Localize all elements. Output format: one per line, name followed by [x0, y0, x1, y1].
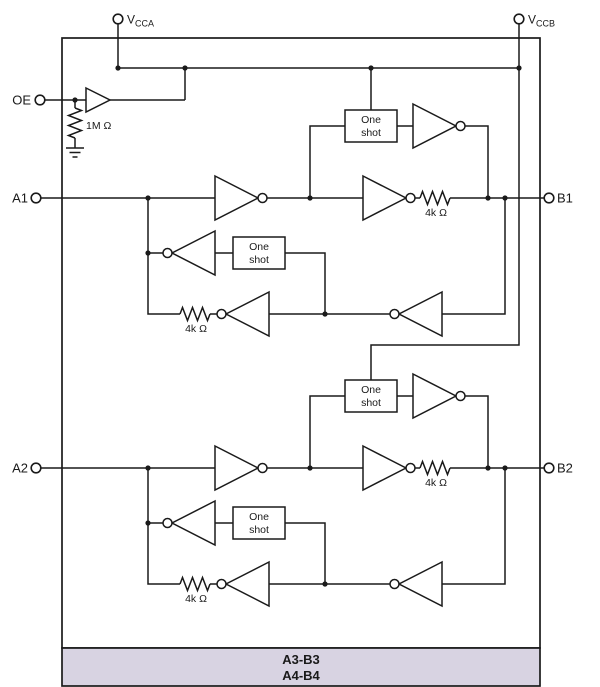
junction-dots: [72, 65, 522, 587]
ch1-b-output-driver: [362, 175, 416, 221]
b2-pin-circle: [543, 462, 555, 474]
device-boundary: [61, 37, 541, 649]
ch1-a-oneshot-driver: [162, 230, 216, 276]
vccb-pin-circle: [513, 13, 525, 25]
ch2-b-output-driver: [362, 445, 416, 491]
channel1-wiring: [40, 125, 545, 315]
ch1-b-series-resistor-label: 4k Ω: [425, 207, 447, 219]
ch2-a-input-buffer: [214, 445, 268, 491]
ch1-a-one-shot: One shot: [232, 236, 286, 270]
one-shot-label: One: [249, 241, 269, 253]
ch2-a-output-driver: [216, 561, 270, 607]
a2-pin-circle: [30, 462, 42, 474]
a2-terminal: A2: [12, 461, 42, 476]
vcca-terminal: VCCA: [112, 13, 154, 29]
ch2-b-series-resistor: [419, 460, 451, 476]
a1-terminal: A1: [12, 191, 42, 206]
ch1-a-input-buffer: [214, 175, 268, 221]
one-shot-label: shot: [249, 524, 269, 536]
a1-label: A1: [12, 191, 28, 206]
vcca-pin-circle: [112, 13, 124, 25]
ch2-a-oneshot-driver: [162, 500, 216, 546]
one-shot-label: One: [249, 511, 269, 523]
band-line1: A3-B3: [282, 652, 320, 667]
one-shot-label: shot: [249, 254, 269, 266]
ch2-a-one-shot: One shot: [232, 506, 286, 540]
ch1-a-series-resistor: [179, 306, 211, 322]
a1-pin-circle: [30, 192, 42, 204]
ch2-a-series-resistor: [179, 576, 211, 592]
ch2-b-series-resistor-label: 4k Ω: [425, 477, 447, 489]
oe-pin-circle: [34, 94, 46, 106]
a2-label: A2: [12, 461, 28, 476]
b1-pin-circle: [543, 192, 555, 204]
one-shot-label: One: [361, 114, 381, 126]
ch2-a-series-resistor-label: 4k Ω: [185, 593, 207, 605]
ch1-b-one-shot: One shot: [344, 109, 398, 143]
channel2-wiring: [40, 395, 545, 585]
b1-label: B1: [557, 191, 573, 206]
b2-terminal: B2: [543, 461, 573, 476]
oe-label: OE: [12, 93, 31, 108]
ch1-b-series-resistor: [419, 190, 451, 206]
oe-pulldown-resistor-label: 1M Ω: [86, 120, 112, 132]
vccb-terminal: VCCB: [513, 13, 555, 29]
oe-pulldown-resistor: [67, 107, 83, 139]
one-shot-label: shot: [361, 397, 381, 409]
ch1-b-oneshot-driver: [412, 103, 466, 149]
one-shot-label: One: [361, 384, 381, 396]
ch2-b-oneshot-driver: [412, 373, 466, 419]
ch2-b-one-shot: One shot: [344, 379, 398, 413]
b1-terminal: B1: [543, 191, 573, 206]
ground-symbol: [66, 147, 84, 158]
ch1-b-input-buffer: [389, 291, 443, 337]
ch1-a-series-resistor-label: 4k Ω: [185, 323, 207, 335]
oe-terminal: OE: [12, 93, 46, 108]
b2-label: B2: [557, 461, 573, 476]
band-line2: A4-B4: [282, 668, 320, 683]
one-shot-label: shot: [361, 127, 381, 139]
wiring: [40, 23, 545, 585]
vccb-label: VCCB: [528, 13, 555, 29]
ch2-b-input-buffer: [389, 561, 443, 607]
channels-3-4-band: A3-B3 A4-B4: [61, 647, 541, 687]
oe-buffer: [85, 86, 112, 114]
ch1-a-output-driver: [216, 291, 270, 337]
vcca-label: VCCA: [127, 13, 154, 29]
band-rect: [61, 647, 541, 687]
